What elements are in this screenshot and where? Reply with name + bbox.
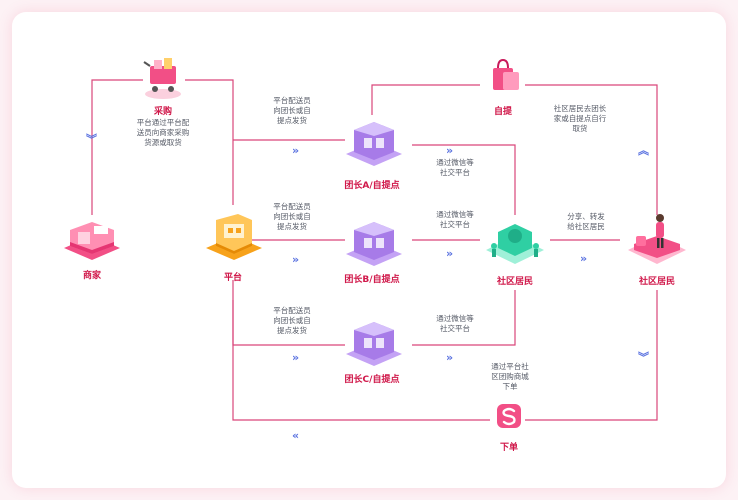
chevron-right-icon: » — [292, 144, 300, 157]
chevron-left-icon: « — [292, 429, 300, 442]
residents-mid-label: 社区居民 — [496, 277, 534, 287]
connector-leader-a-residents — [412, 144, 516, 215]
merchant-store-icon — [64, 222, 120, 260]
connector-leader-c-residents — [412, 290, 516, 346]
connector-residents-order — [525, 290, 658, 421]
chevron-down-icon: ︾ — [86, 133, 97, 146]
wechat-c-note: 通过微信等 社交平台 — [436, 314, 474, 333]
deliver-a-note: 平台配送员 向团长或自 提点发货 — [273, 96, 311, 125]
connector-purchase-platform — [185, 79, 234, 205]
connector-leader-a-pickup — [371, 84, 480, 115]
shopping-cart-icon — [143, 58, 181, 99]
chevron-right-icon: » — [292, 253, 300, 266]
platform-label: 平台 — [223, 273, 243, 283]
chevron-up-icon: ︽ — [638, 144, 649, 157]
platform-building-icon — [206, 214, 262, 260]
community-residents-icon — [486, 224, 544, 264]
pickup-label: 自提 — [493, 107, 513, 117]
leader-c-store-icon — [346, 322, 402, 366]
leader-c-label: 团长C/自提点 — [344, 375, 400, 385]
wechat-a-note: 通过微信等 社交平台 — [436, 158, 474, 177]
leader-a-label: 团长A/自提点 — [344, 181, 400, 191]
chevron-down-icon: ︾ — [638, 351, 649, 364]
deliver-c-note: 平台配送员 向团长或自 提点发货 — [273, 306, 311, 335]
shopping-bag-icon — [493, 58, 519, 90]
chevron-right-icon: » — [580, 252, 588, 265]
pickup-note: 社区居民去团长 家或自提点自行 取货 — [553, 104, 607, 133]
order-note: 通过平台社 区团购商城 下单 — [491, 362, 529, 391]
leader-b-store-icon — [346, 222, 402, 266]
chevron-right-icon: » — [292, 351, 300, 364]
residents-right-label: 社区居民 — [638, 277, 676, 287]
wechat-b-note: 通过微信等 社交平台 — [436, 210, 474, 229]
share-note: 分享、转发 给社区居民 — [567, 212, 605, 231]
order-label: 下单 — [499, 443, 519, 453]
order-s-icon — [497, 404, 521, 428]
leader-b-label: 团长B/自提点 — [344, 275, 400, 285]
resident-person-icon — [628, 214, 686, 264]
connector-merchant-purchase — [91, 79, 143, 215]
merchant-label: 商家 — [82, 271, 102, 281]
chevron-right-icon: » — [446, 144, 454, 157]
connector-order-platform — [232, 300, 490, 421]
connector-pickup-residents-right — [525, 84, 658, 215]
leader-a-store-icon — [346, 122, 402, 166]
purchase-note: 平台通过平台配 送员向商家采购 货源或取货 — [136, 118, 190, 147]
deliver-b-note: 平台配送员 向团长或自 提点发货 — [273, 202, 311, 231]
chevron-right-icon: » — [446, 247, 454, 260]
chevron-right-icon: » — [446, 351, 454, 364]
purchase-label: 采购 — [153, 107, 173, 117]
